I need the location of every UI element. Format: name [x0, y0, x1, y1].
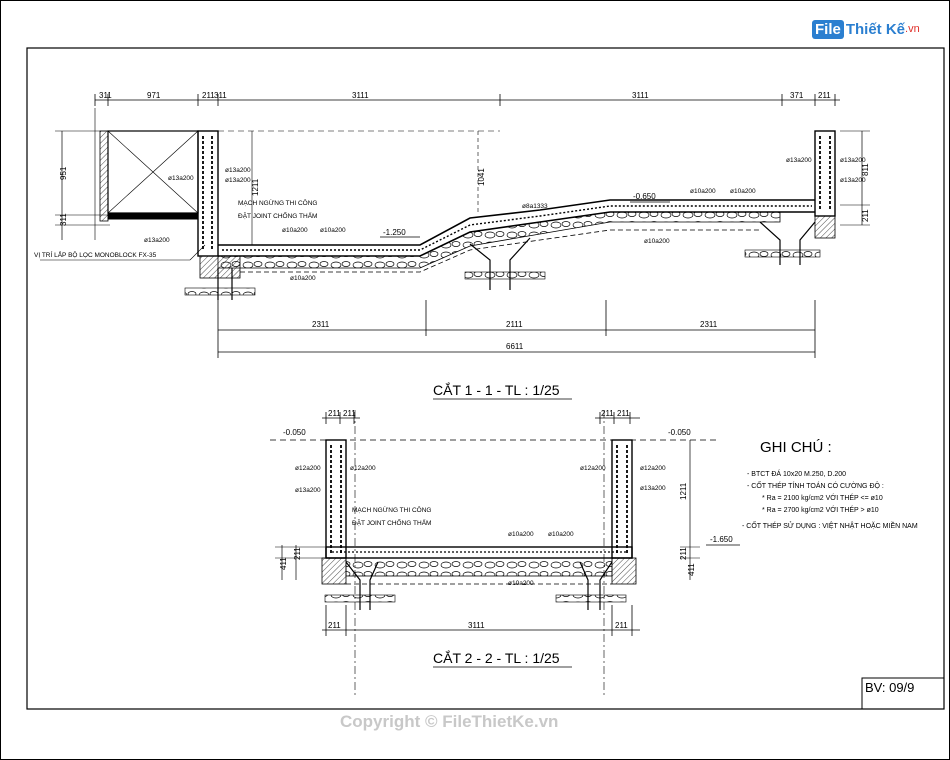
- s1-dim-bottom-2: 2111: [506, 320, 523, 329]
- s2-rebar-r3: ø13a200: [640, 485, 666, 492]
- s1-dim-top-2: 971: [147, 91, 161, 100]
- s1-rebar-12: ø13a200: [786, 157, 812, 164]
- s1-level-a: -1.250: [383, 228, 406, 237]
- s2-dim-top-3: 211: [601, 409, 614, 418]
- s1-rebar-10: ø10a200: [730, 188, 756, 195]
- s1-rebar-9: ø10a200: [690, 188, 716, 195]
- s2-dim-top-2: 211: [343, 409, 356, 418]
- s1-rebar-5: ø10a200: [282, 227, 308, 234]
- s1-rebar-13: ø13a200: [840, 157, 866, 164]
- s1-rebar-8: ø8a1333: [522, 203, 548, 210]
- s2-note-1: MẠCH NGỪNG THI CÔNG: [352, 505, 431, 514]
- notes-line-5: - CỐT THÉP SỬ DỤNG : VIỆT NHẬT HOẶC MIỀN…: [742, 520, 918, 530]
- s2-note-2: ĐẶT JOINT CHỐNG THẤM: [352, 517, 431, 527]
- s2-dim-right-1: 1211: [679, 482, 688, 500]
- sheet-number: BV: 09/9: [865, 680, 915, 695]
- s2-dim-top-1: 211: [328, 409, 341, 418]
- s2-rebar-b3: ø10a200: [508, 580, 534, 587]
- logo-domain: .vn: [905, 23, 920, 35]
- notes-line-4: * Ra = 2700 kg/cm2 VỚI THÉP > ø10: [762, 505, 879, 514]
- s1-dim-top-1: 311: [99, 91, 112, 100]
- s1-dim-left-1: 951: [59, 166, 68, 180]
- sheet-number-box: [861, 677, 945, 710]
- s1-dim-top-6: 3111: [632, 91, 649, 100]
- s2-level-left: -0.050: [283, 428, 306, 437]
- s1-rebar-1: ø13a200: [168, 175, 194, 182]
- s1-rebar-3: ø13a200: [225, 177, 251, 184]
- s2-dim-left-1: 211: [293, 547, 302, 560]
- notes-line-1: - BTCT ĐÁ 10x20 M.250, D.200: [747, 469, 846, 478]
- s1-rebar-6: ø10a200: [320, 227, 346, 234]
- s1-dim-bottom-1: 2311: [312, 320, 330, 329]
- s1-dim-bottom-3: 2311: [700, 320, 718, 329]
- s1-dim-right-2: 211: [861, 209, 870, 222]
- s1-note-1: MẠCH NGỪNG THI CÔNG: [238, 198, 317, 207]
- s1-filter-label: VỊ TRÍ LẮP BỘ LỌC MONOBLOCK FX-35: [34, 250, 157, 259]
- s1-dim-left-2: 311: [59, 213, 68, 226]
- s2-dim-right-2: 211: [679, 547, 688, 560]
- s2-level-right: -0.050: [668, 428, 691, 437]
- notes-block: GHI CHÚ : - BTCT ĐÁ 10x20 M.250, D.200 -…: [742, 439, 918, 530]
- s2-rebar-r2: ø12a200: [640, 465, 666, 472]
- s2-rebar-b1: ø10a200: [508, 531, 534, 538]
- s2-rebar-l1: ø12a200: [295, 465, 321, 472]
- s2-dim-left-2: 411: [279, 557, 288, 570]
- s1-dim-mid-2: 1041: [477, 168, 486, 186]
- s1-dim-total: 6611: [506, 342, 524, 351]
- s1-dim-top-7: 371: [790, 91, 804, 100]
- logo-file-badge: File: [812, 19, 844, 39]
- brand-logo: File Thiết Kế .vn: [812, 16, 920, 42]
- logo-name: Thiết Kế: [845, 20, 906, 38]
- section-2-2: [270, 410, 740, 695]
- s1-dim-top-4: 311: [214, 91, 227, 100]
- s1-rebar-14: ø13a200: [840, 177, 866, 184]
- s1-dim-right-1: 811: [861, 163, 870, 176]
- sheet-border-inner: [26, 47, 945, 710]
- s2-dim-bottom-left: 211: [328, 621, 341, 630]
- notes-line-2: - CỐT THÉP TÍNH TOÁN CÓ CƯỜNG ĐỘ :: [747, 480, 884, 490]
- notes-heading: GHI CHÚ :: [760, 439, 832, 456]
- s1-dim-top-5: 3111: [352, 91, 369, 100]
- s2-rebar-l3: ø13a200: [295, 487, 321, 494]
- copyright-watermark: Copyright © FileThietKe.vn: [340, 712, 559, 731]
- s2-dim-bottom-right: 211: [615, 621, 628, 630]
- s2-rebar-r1: ø12a200: [580, 465, 606, 472]
- s2-dim-top-4: 211: [617, 409, 630, 418]
- s2-rebar-l2: ø12a200: [350, 465, 376, 472]
- s2-title: CẮT 2 - 2 - TL : 1/25: [433, 649, 560, 666]
- s1-dim-mid-1: 1211: [251, 178, 260, 196]
- s2-dim-right-3: 411: [687, 563, 696, 576]
- s1-rebar-11: ø10a200: [644, 238, 670, 245]
- s2-rebar-b2: ø10a200: [548, 531, 574, 538]
- s1-dim-top-8: 211: [818, 91, 831, 100]
- s1-rebar-2: ø13a200: [225, 167, 251, 174]
- s1-dim-top-3: 211: [202, 91, 215, 100]
- s2-level-bottom: -1.650: [710, 535, 733, 544]
- s1-note-2: ĐẶT JOINT CHỐNG THẤM: [238, 210, 317, 220]
- s1-level-b: -0.650: [633, 192, 656, 201]
- notes-line-3: * Ra = 2100 kg/cm2 VỚI THÉP <= ø10: [762, 493, 883, 502]
- s1-rebar-4: ø13a200: [144, 237, 170, 244]
- s1-rebar-7: ø10a200: [290, 275, 316, 282]
- section-1-1: [40, 94, 870, 400]
- s2-dim-bottom: 3111: [468, 621, 485, 630]
- s1-title: CẮT 1 - 1 - TL : 1/25: [433, 381, 560, 398]
